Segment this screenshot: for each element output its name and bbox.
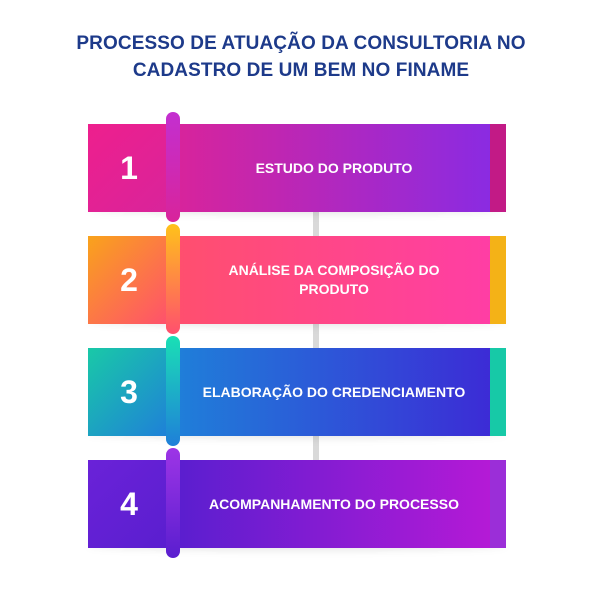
connector-line-3	[313, 436, 319, 462]
step-number-tab: 1	[88, 124, 170, 212]
connector-line-1	[313, 212, 319, 238]
process-step-2: 2 ANÁLISE DA COMPOSIÇÃO DO PRODUTO	[88, 224, 506, 334]
ribbon-end-cap	[490, 124, 506, 212]
step-band: ESTUDO DO PRODUTO	[176, 124, 492, 212]
step-label: ACOMPANHAMENTO DO PROCESSO	[209, 495, 459, 512]
step-label: ELABORAÇÃO DO CREDENCIAMENTO	[202, 383, 466, 400]
ribbon-end-cap	[490, 236, 506, 324]
connector-line-2	[313, 324, 319, 350]
page-title: PROCESSO DE ATUAÇÃO DA CONSULTORIA NO CA…	[0, 30, 602, 84]
process-step-4: 4 ACOMPANHAMENTO DO PROCESSO	[88, 448, 506, 558]
title-line-1: PROCESSO DE ATUAÇÃO DA CONSULTORIA NO	[76, 33, 526, 54]
step-number-tab: 3	[88, 348, 170, 436]
title-line-2: CADASTRO DE UM BEM NO FINAME	[132, 60, 470, 81]
step-number-tab: 4	[88, 460, 170, 548]
step-number: 1	[120, 149, 138, 186]
ribbon-fold	[166, 336, 180, 446]
step-number: 4	[120, 485, 138, 522]
process-step-1: 1 ESTUDO DO PRODUTO	[88, 112, 506, 222]
ribbon-end-cap	[490, 460, 506, 548]
step-band: ANÁLISE DA COMPOSIÇÃO DO PRODUTO	[176, 236, 492, 324]
ribbon-end-cap	[490, 348, 506, 436]
step-band: ELABORAÇÃO DO CREDENCIAMENTO	[176, 348, 492, 436]
step-number: 3	[120, 373, 138, 410]
step-band: ACOMPANHAMENTO DO PROCESSO	[176, 460, 492, 548]
step-number-tab: 2	[88, 236, 170, 324]
step-label: ESTUDO DO PRODUTO	[255, 159, 413, 176]
ribbon-fold	[166, 448, 180, 558]
process-step-3: 3 ELABORAÇÃO DO CREDENCIAMENTO	[88, 336, 506, 446]
ribbon-fold	[166, 224, 180, 334]
step-number: 2	[120, 261, 138, 298]
step-label: ANÁLISE DA COMPOSIÇÃO DO PRODUTO	[228, 262, 440, 297]
ribbon-fold	[166, 112, 180, 222]
